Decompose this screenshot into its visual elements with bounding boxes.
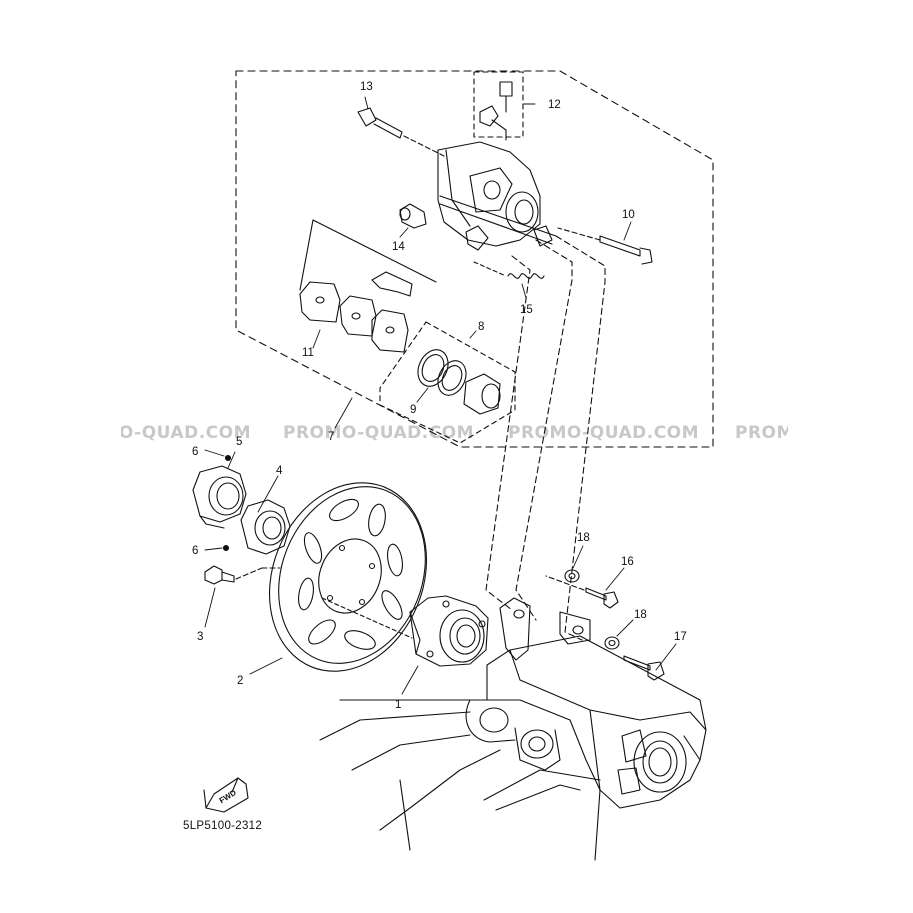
lock-nut: [240, 499, 291, 555]
bracket-bolt-17: [623, 655, 665, 681]
callout-15: 15: [520, 304, 533, 316]
brake-pads: [299, 219, 437, 353]
watermark-text: PROMO-QUAD.COM: [121, 423, 251, 443]
caliper-body: [437, 141, 557, 251]
caliper-bolt-13: [357, 107, 445, 157]
callout-6-upper: 6: [192, 446, 198, 458]
callout-5: 5: [236, 436, 242, 448]
diagram-code: 5LP5100-2312: [183, 820, 263, 832]
callout-18-lower: 18: [634, 609, 647, 621]
watermark-text: PROMO-QUAD.COM: [735, 423, 788, 443]
fwd-label: FWD: [218, 788, 238, 805]
fwd-arrow-icon: [203, 777, 249, 813]
pad-spring: [473, 261, 545, 279]
callout-3: 3: [197, 631, 203, 643]
caliper-bolt-10: [557, 227, 653, 265]
callout-4: 4: [276, 465, 283, 477]
disc-bolt: [204, 565, 281, 585]
callout-10: 10: [622, 209, 635, 221]
bracket-bolt-16: [545, 575, 619, 609]
watermark-text: PROMO-QUAD.COM: [283, 423, 475, 443]
callout-1: 1: [395, 699, 401, 711]
callout-leaders: [204, 96, 677, 695]
bleed-screw-boundary: [473, 71, 524, 138]
callout-12: 12: [548, 99, 561, 111]
piston-seals: [417, 349, 467, 396]
callout-14: 14: [392, 241, 405, 253]
callout-17: 17: [674, 631, 687, 643]
callout-13: 13: [360, 81, 373, 93]
watermark-text: PROMO-QUAD.COM: [508, 423, 700, 443]
brake-disc: [268, 482, 428, 672]
hub-nut: [192, 465, 247, 529]
callout-9: 9: [410, 404, 416, 416]
pin-14: [399, 203, 427, 229]
callout-8: 8: [478, 321, 484, 333]
pad-clip: [371, 271, 413, 297]
washer: [564, 569, 620, 650]
cotter-pin: [222, 454, 232, 552]
caliper-assembly-boundary: [235, 70, 714, 448]
callout-2: 2: [237, 675, 243, 687]
bleed-screw: [479, 81, 513, 141]
swingarm-housing: [319, 597, 707, 861]
callout-18-upper: 18: [577, 532, 590, 544]
hub: [321, 595, 489, 667]
callout-11: 11: [302, 347, 314, 359]
callout-7: 7: [328, 431, 334, 443]
callout-6-lower: 6: [192, 545, 198, 557]
assembly-guide-lines: [485, 235, 606, 641]
piston-set-boundary: [379, 321, 516, 444]
piston: [463, 373, 501, 415]
callout-16: 16: [621, 556, 634, 568]
